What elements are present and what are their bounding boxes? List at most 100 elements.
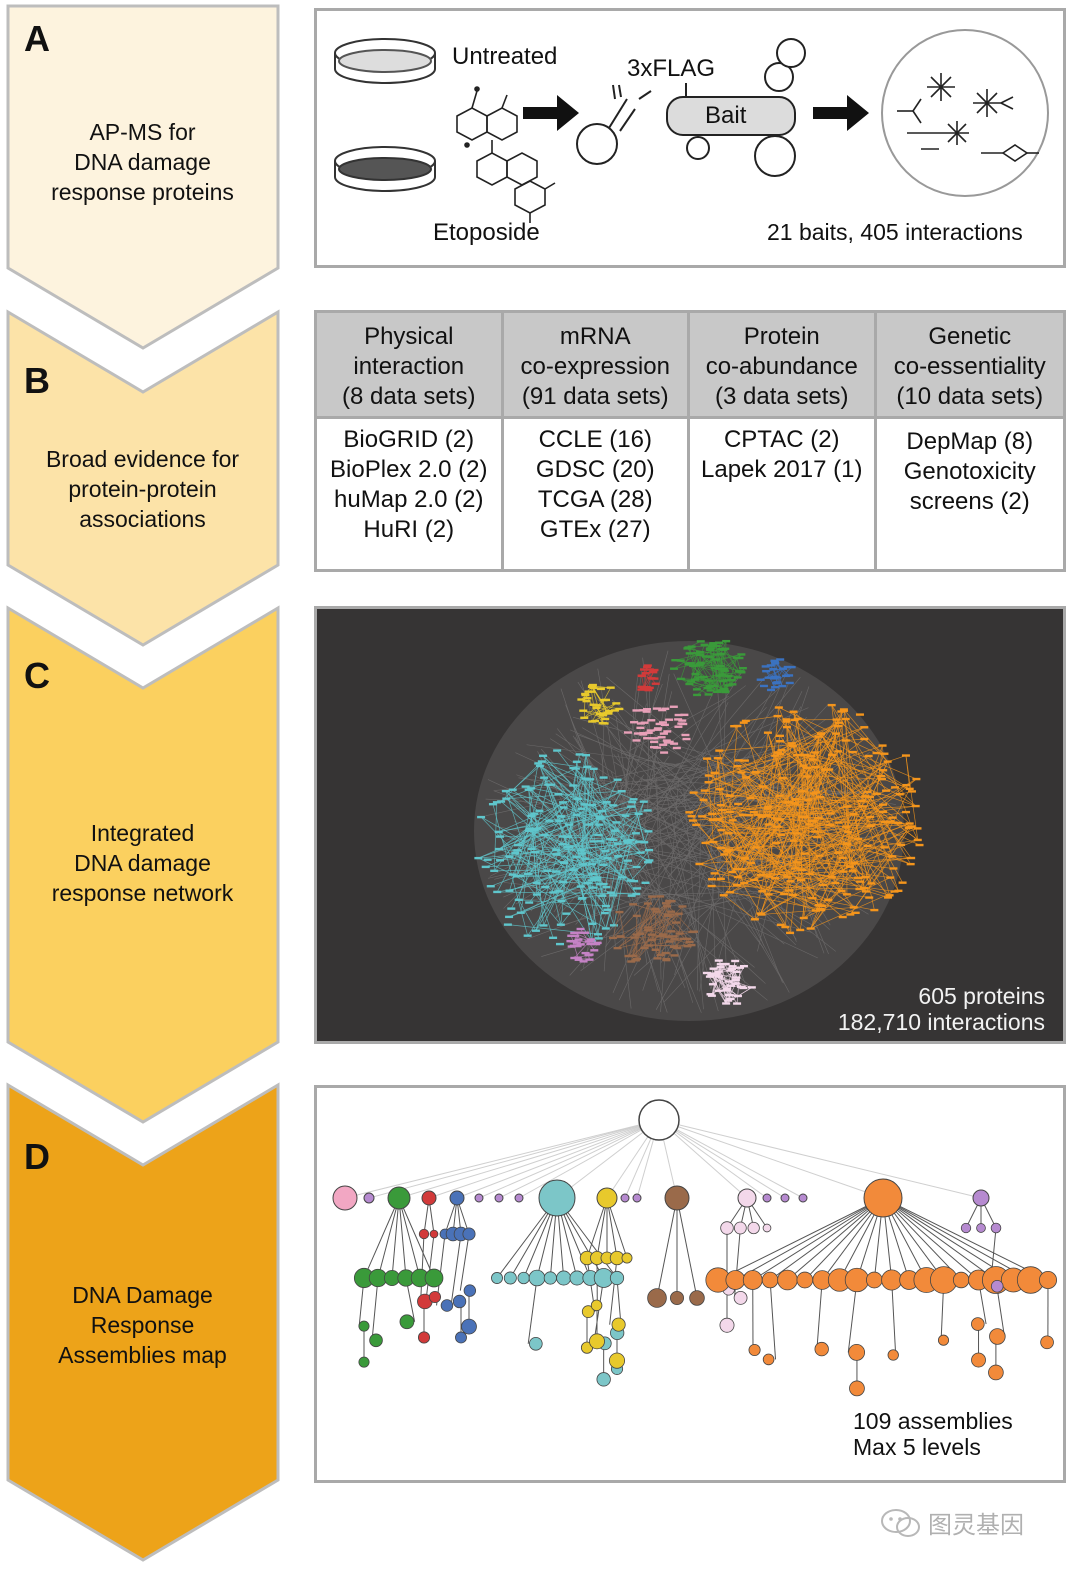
assemblies-stat: 109 assemblies Max 5 levels [853, 1408, 1013, 1460]
evidence-item: HuRI (2) [363, 516, 455, 543]
assembly-node [608, 1352, 626, 1369]
evidence-column: Genetic co-essentiality (10 data sets) D… [876, 313, 1063, 569]
assembly-node [848, 1344, 866, 1361]
assembly-node [463, 1284, 477, 1297]
assembly-node [814, 1341, 829, 1357]
assembly-node [387, 1186, 411, 1210]
network-cluster [637, 664, 660, 692]
assembly-node [719, 1317, 735, 1333]
tree-nodes [332, 1099, 1058, 1397]
assembly-node [418, 1228, 430, 1240]
stage-a-chevron [6, 4, 280, 350]
assembly-node [720, 1221, 734, 1235]
evidence-column: mRNA co-expression (91 data sets) CCLE (… [503, 313, 690, 569]
watermark-text: 图灵基因 [928, 1512, 1024, 1539]
bait-complex-icon [666, 38, 806, 177]
assembly-node [461, 1318, 477, 1335]
network-cluster [577, 683, 624, 725]
assembly-node [733, 1290, 748, 1305]
assembly-node [569, 1270, 585, 1286]
assembly-node [689, 1290, 705, 1306]
evidence-item: GTEx (27) [539, 516, 651, 543]
etoposide-dish-icon [334, 146, 436, 192]
evidence-item: BioGRID (2) [343, 426, 475, 453]
assembly-node [358, 1320, 370, 1332]
assembly-node [960, 1222, 972, 1234]
assembly-node [990, 1279, 1004, 1293]
assembly-node [748, 1343, 761, 1357]
root-assembly-node [638, 1099, 680, 1141]
flag-tag-label: 3xFLAG [627, 55, 716, 82]
assembly-node [647, 1288, 667, 1308]
assembly-node [543, 1271, 557, 1285]
assembly-node [596, 1187, 618, 1209]
assembly-node [952, 1271, 970, 1289]
assembly-node [556, 1270, 572, 1286]
assembly-node [462, 1227, 476, 1241]
assembly-node [399, 1314, 415, 1330]
assembly-node [363, 1192, 375, 1204]
assembly-node [777, 1269, 798, 1291]
assembly-node [881, 1269, 903, 1291]
wechat-icon [881, 1508, 920, 1537]
stage-b-label: Broad evidence for protein-protein assoc… [45, 446, 240, 532]
assembly-node [742, 1270, 763, 1290]
panel-a: Untreated Etoposide 3xFLAG Bait 21 baits… [314, 8, 1066, 268]
assembly-node [517, 1271, 530, 1285]
assembly-node [844, 1267, 870, 1293]
stage-b-chevron [6, 309, 280, 647]
evidence-item: Lapek 2017 (1) [701, 456, 863, 483]
assembly-node [988, 1364, 1004, 1381]
assembly-node [1038, 1270, 1058, 1290]
evidence-header: Protein co-abundance (3 data sets) [690, 313, 874, 419]
bait-label: Bait [705, 102, 747, 129]
evidence-table: Physical interaction (8 data sets) BioGR… [314, 310, 1066, 572]
network-cluster [756, 658, 796, 692]
evidence-column: Protein co-abundance (3 data sets) CPTAC… [690, 313, 877, 569]
panel-d: 109 assemblies Max 5 levels [314, 1085, 1066, 1483]
network-cluster [670, 639, 747, 697]
assembly-node [581, 1305, 595, 1319]
evidence-item: TCGA (28) [537, 486, 653, 513]
evidence-header: Genetic co-essentiality (10 data sets) [876, 313, 1063, 419]
assembly-node [474, 1193, 484, 1203]
stage-d-letter: D [24, 1136, 50, 1177]
assembly-node [937, 1334, 950, 1346]
assembly-node [383, 1269, 401, 1287]
ap-ms-schematic [334, 29, 1049, 223]
watermark: 图灵基因 [880, 1505, 1024, 1540]
stage-c-chevron [6, 605, 280, 1124]
assembly-node [491, 1272, 503, 1284]
assembly-node [762, 1353, 775, 1366]
assembly-node [455, 1331, 467, 1344]
network-graph [474, 639, 924, 1021]
evidence-item: Genotoxicity [903, 458, 1036, 485]
assembly-node [369, 1333, 383, 1348]
assemblies-hierarchy [332, 1099, 1058, 1397]
assembly-node [990, 1222, 1002, 1234]
network-cluster [685, 703, 924, 935]
assembly-node [611, 1317, 626, 1332]
stage-a-label: AP-MS for DNA damage response proteins [51, 119, 234, 205]
assembly-node [725, 1270, 746, 1290]
assembly-node [589, 1333, 605, 1350]
panel-c-network: 605 proteins 182,710 interactions [314, 606, 1066, 1044]
assembly-node [747, 1221, 760, 1235]
assembly-node [780, 1193, 790, 1203]
assembly-node [621, 1252, 633, 1264]
stage-d-label: DNA Damage Response Assemblies map [58, 1282, 227, 1368]
etoposide-molecule-icon [456, 86, 556, 223]
arrow-icon [813, 95, 869, 131]
evidence-item: CCLE (16) [538, 426, 652, 453]
network-cluster [623, 705, 691, 754]
evidence-header: mRNA co-expression (91 data sets) [503, 313, 687, 419]
assembly-node [358, 1356, 370, 1368]
assembly-node [733, 1221, 747, 1235]
tree-edges [344, 1119, 1049, 1389]
stage-c-label: Integrated DNA damage response network [51, 820, 234, 906]
assembly-node [971, 1352, 986, 1368]
assembly-node [452, 1294, 467, 1309]
network-cluster [702, 959, 756, 1005]
assembly-node [849, 1380, 865, 1397]
assembly-node [887, 1349, 899, 1361]
